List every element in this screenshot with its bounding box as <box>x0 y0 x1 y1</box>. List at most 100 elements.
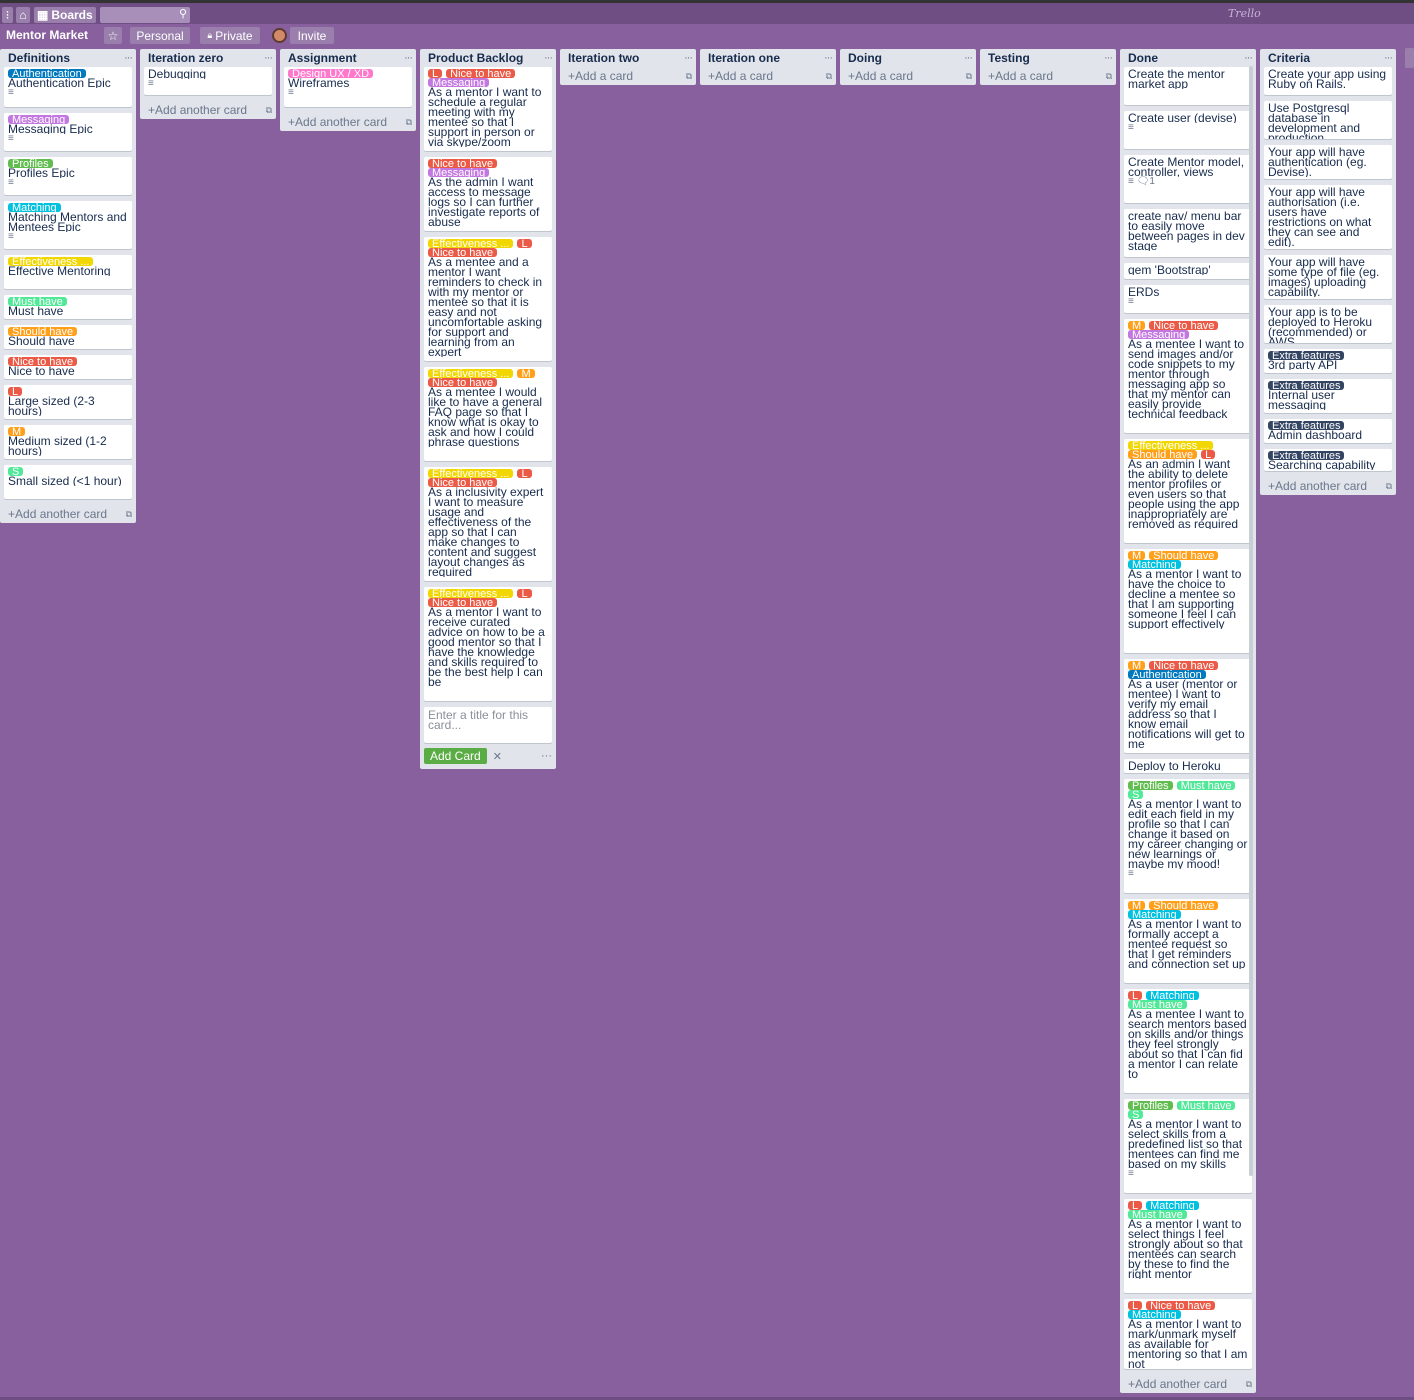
add-card-button[interactable]: +Add a card⧉ <box>700 67 836 85</box>
horizontal-scrollbar[interactable] <box>0 1397 1414 1400</box>
list-title[interactable]: Iteration one <box>708 51 781 65</box>
card[interactable]: Your app will have some type of file (eg… <box>1264 255 1392 299</box>
add-card-button[interactable]: +Add another card⧉ <box>1260 477 1396 495</box>
list-title[interactable]: Definitions <box>8 51 70 65</box>
avatar[interactable] <box>272 28 287 43</box>
more-icon[interactable]: ··· <box>541 750 552 762</box>
apps-icon[interactable]: ⁝ <box>2 7 13 23</box>
card-template-icon[interactable]: ⧉ <box>1105 70 1112 81</box>
list-title[interactable]: Product Backlog <box>428 51 524 65</box>
card-template-icon[interactable]: ⧉ <box>685 70 692 81</box>
add-card-button[interactable]: +Add a card⧉ <box>980 67 1116 85</box>
add-card-button[interactable]: +Add another card⧉ <box>140 101 276 119</box>
star-icon[interactable]: ☆ <box>104 27 122 44</box>
card-template-icon[interactable]: ⧉ <box>405 116 412 127</box>
list-title[interactable]: Testing <box>988 51 1030 65</box>
personal-button[interactable]: Personal <box>130 27 190 44</box>
list-title[interactable]: Assignment <box>288 51 357 65</box>
card[interactable]: Your app is to be deployed to Heroku (re… <box>1264 305 1392 343</box>
boards-button[interactable]: ▦ Boards <box>34 7 96 23</box>
card[interactable]: Create user (devise)≡ <box>1124 111 1252 149</box>
more-icon[interactable]: ··· <box>684 52 693 64</box>
card[interactable]: Use Postgresql database in development a… <box>1264 101 1392 139</box>
more-icon[interactable]: ··· <box>404 52 413 64</box>
board-title[interactable]: Mentor Market <box>6 28 89 42</box>
card[interactable]: Debugging≡ <box>144 67 272 95</box>
card-template-icon[interactable]: ⧉ <box>265 104 272 115</box>
card[interactable]: ERDs≡ <box>1124 285 1252 313</box>
card[interactable]: Your app will have authorisation (i.e. u… <box>1264 185 1392 249</box>
list-title[interactable]: Iteration two <box>568 51 640 65</box>
private-button[interactable]: 🔒︎Private <box>200 27 260 44</box>
add-list-button[interactable] <box>1405 48 1414 68</box>
card[interactable]: Create your app using Ruby on Rails. <box>1264 67 1392 95</box>
card[interactable]: gem 'Bootstrap' <box>1124 263 1252 279</box>
more-icon[interactable]: ··· <box>124 52 133 64</box>
card[interactable]: Create Mentor model, controller, views≡ … <box>1124 155 1252 203</box>
more-icon[interactable]: ··· <box>264 52 273 64</box>
card[interactable]: Your app will have authentication (eg. D… <box>1264 145 1392 179</box>
add-card-button[interactable]: +Add a card⧉ <box>560 67 696 85</box>
add-card-button[interactable]: +Add another card⧉ <box>280 113 416 131</box>
list-title[interactable]: Done <box>1128 51 1158 65</box>
add-card-button[interactable]: +Add another card⧉ <box>0 505 136 523</box>
close-icon[interactable]: ✕ <box>492 750 502 763</box>
new-card-title-input[interactable]: Enter a title for this card... <box>424 707 552 743</box>
card[interactable]: Effectiveness ...Effective Mentoring <box>4 255 132 289</box>
add-card-button[interactable]: Add Card <box>424 748 487 764</box>
search-input[interactable]: ⚲ <box>100 7 190 23</box>
card-template-icon[interactable]: ⧉ <box>125 508 132 519</box>
list-title[interactable]: Iteration zero <box>148 51 224 65</box>
more-icon[interactable]: ··· <box>1104 52 1113 64</box>
card-template-icon[interactable]: ⧉ <box>825 70 832 81</box>
card-template-icon[interactable]: ⧉ <box>965 70 972 81</box>
list-scrollbar[interactable] <box>1249 66 1253 1176</box>
card[interactable]: create nav/ menu bar to easily move betw… <box>1124 209 1252 257</box>
more-icon[interactable]: ··· <box>824 52 833 64</box>
more-icon[interactable]: ··· <box>1384 52 1393 64</box>
card-template-icon[interactable]: ⧉ <box>1245 1378 1252 1389</box>
invite-button[interactable]: Invite <box>290 27 334 44</box>
card-template-icon[interactable]: ⧉ <box>1385 480 1392 491</box>
add-card-button[interactable]: +Add a card⧉ <box>840 67 976 85</box>
more-icon[interactable]: ··· <box>1244 52 1253 64</box>
more-icon[interactable]: ··· <box>544 52 553 64</box>
add-card-button[interactable]: +Add another card⧉ <box>1120 1375 1256 1393</box>
more-icon[interactable]: ··· <box>964 52 973 64</box>
list-title[interactable]: Criteria <box>1268 51 1311 65</box>
home-icon[interactable]: ⌂ <box>16 7 30 23</box>
list-title[interactable]: Doing <box>848 51 882 65</box>
card[interactable]: Deploy to Heroku <box>1124 759 1252 773</box>
